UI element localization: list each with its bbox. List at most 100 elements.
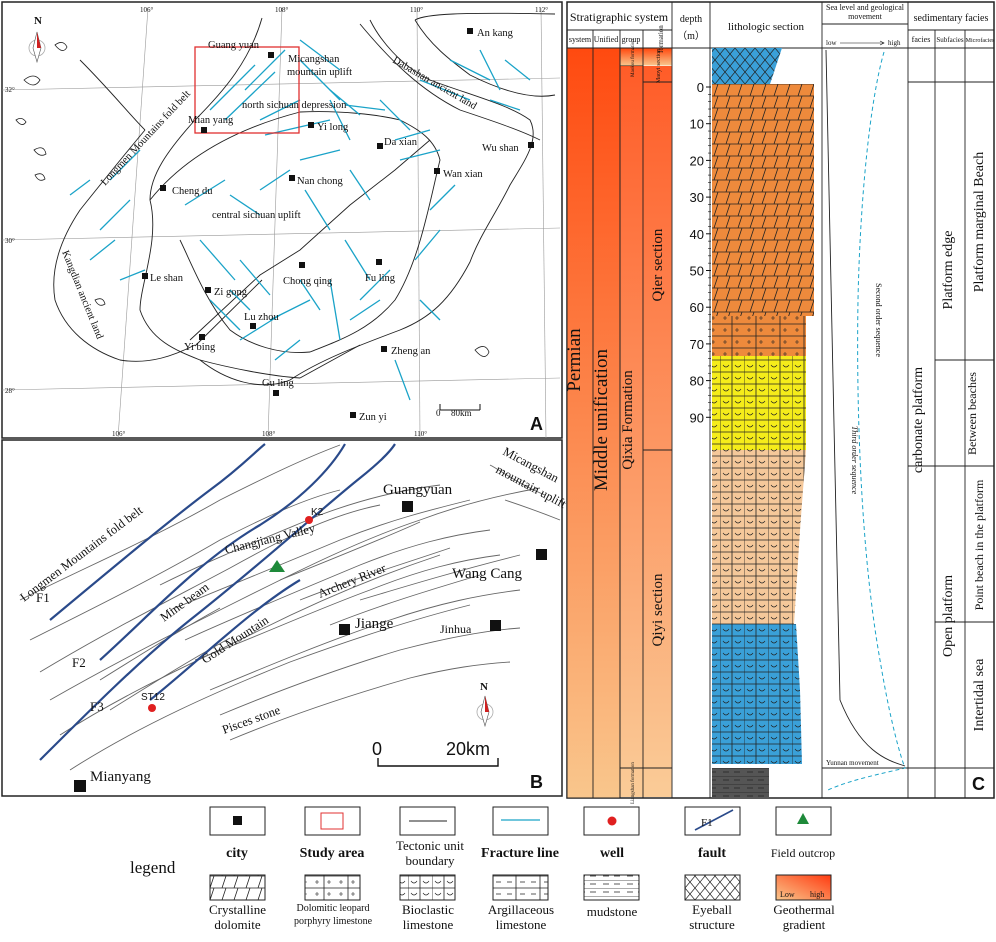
legend-label: Geothermal gradient: [773, 902, 835, 932]
city-label: Fu ling: [365, 273, 396, 284]
well-k2-icon: [305, 516, 313, 524]
geothermal-gradient-fill: [567, 48, 620, 798]
panel-b-map: Guangyuan Wang Cang Jiange Mianyang Jinh…: [1, 439, 569, 797]
legend-label: Study area: [300, 846, 365, 861]
movement-label: Yunnan movement: [826, 759, 879, 767]
header-unified: Unified: [594, 35, 618, 44]
city-icon: [536, 549, 547, 560]
svg-text:Low: Low: [780, 890, 795, 899]
legend-label: Fracture line: [481, 846, 559, 861]
microfacies-label: Intertidal sea: [972, 658, 987, 731]
city-label: Jinhua: [440, 622, 472, 636]
geothermal-gradient-icon: [775, 874, 832, 901]
legend-label: fault: [698, 846, 726, 861]
microfacies-label: Point beach in the platform: [972, 479, 986, 610]
header-facies: facies: [912, 35, 931, 44]
city-label: Mianyang: [90, 769, 151, 785]
legend-label: Dolomitic leopard porphyry limestone: [293, 903, 373, 927]
col-formation-qier: Qier section: [650, 228, 666, 301]
fault-label: F3: [90, 699, 104, 714]
well-label: K2: [311, 507, 324, 518]
city-icon: [74, 780, 86, 792]
city-label: Zi gong: [214, 287, 248, 298]
col-group-bottom: Liangshan formation: [631, 762, 636, 804]
svg-text:80km: 80km: [451, 408, 472, 418]
legend-label: Crystalline dolomite: [208, 902, 267, 932]
tectonic-lines: [19, 444, 561, 771]
well-icon: [607, 816, 617, 826]
basin-outline: [53, 12, 556, 386]
legend-title: legend: [130, 858, 176, 877]
depth-tick-label: 90: [690, 410, 704, 425]
col-system: Permian: [564, 328, 585, 392]
header-subfacies: Subfacies: [936, 36, 963, 44]
city-label: Wan xian: [443, 169, 483, 180]
svg-text:F1: F1: [701, 817, 713, 829]
lat-label: 28°: [5, 387, 15, 395]
city-label: Yi bing: [184, 342, 216, 353]
city-label: Nan chong: [297, 176, 344, 187]
city-label: Mian yang: [188, 115, 234, 126]
city-label: Zheng an: [391, 346, 431, 357]
lithologic-column: [712, 48, 814, 797]
scale-bar: 0 20km: [372, 739, 499, 767]
city-label: Chong qing: [283, 276, 333, 287]
city-label: Cheng du: [172, 186, 213, 197]
lat-label: 32°: [5, 86, 15, 94]
panel-letter: C: [972, 774, 985, 794]
lat-label: 30°: [5, 237, 15, 245]
north-arrow-icon: N: [28, 15, 46, 64]
header-depth-unit: （m）: [677, 30, 705, 42]
fault-lines: [39, 443, 396, 761]
svg-text:N: N: [34, 15, 42, 27]
col-formation-maoyi: Maoyi section: [656, 49, 662, 83]
depth-tick-label: 10: [690, 117, 704, 132]
microfacies-label: Between beaches: [966, 372, 979, 456]
depth-tick-label: 60: [690, 300, 704, 315]
region-label: mountain uplift: [287, 67, 352, 78]
depth-tick-label: 70: [690, 337, 704, 352]
header-sed: sedimentary facies: [914, 13, 989, 24]
legend-label: Eyeball structure: [689, 902, 735, 932]
city-label: Wang Cang: [452, 566, 523, 582]
city-label: Wu shan: [482, 143, 519, 154]
header-litho: lithologic section: [728, 21, 805, 33]
header-strat: Stratigraphic system: [570, 10, 669, 24]
microfacies-label: Platform marginal Beach: [972, 152, 987, 292]
city-label: Guangyuan: [383, 482, 453, 498]
scale-bar: 0 80km: [436, 404, 481, 418]
svg-text:0: 0: [372, 739, 382, 759]
lon-label: 106°: [112, 430, 126, 438]
depth-tick-label: 40: [690, 227, 704, 242]
lon-label: 108°: [262, 430, 276, 438]
fault-label: F1: [36, 590, 50, 605]
depth-tick-label: 30: [690, 190, 704, 205]
header-low: low: [826, 39, 837, 47]
panel-letter: B: [530, 772, 543, 792]
lon-label: 110°: [410, 6, 423, 14]
subfacies-label: Open platform: [941, 575, 956, 657]
city-label: Lu zhou: [244, 312, 279, 323]
header-group: group: [622, 35, 641, 44]
city-icon: [339, 624, 350, 635]
header-sea: Sea level and geological movement: [826, 3, 904, 21]
col-group: Qixia Formation: [620, 370, 636, 470]
col-formation-qiyi: Qiyi section: [650, 573, 666, 646]
svg-text:N: N: [480, 681, 488, 693]
city-label: Gu ling: [262, 378, 295, 389]
city-label: An kang: [477, 28, 514, 39]
city-icon: [233, 816, 242, 825]
region-label: north sichuan depression: [242, 100, 347, 111]
city-icon: [490, 620, 501, 631]
lakes: [15, 42, 490, 357]
header-formation: formation: [657, 25, 665, 53]
cities-layer: Guang yuan An kang Mian yang Yi long Da …: [142, 28, 534, 423]
svg-text:0: 0: [436, 408, 441, 418]
legend-label: Argillaceous limestone: [487, 902, 555, 932]
city-icon: [402, 501, 413, 512]
city-label: Zun yi: [359, 412, 387, 423]
well-label: ST12: [141, 692, 165, 703]
depth-tick-label: 50: [690, 264, 704, 279]
